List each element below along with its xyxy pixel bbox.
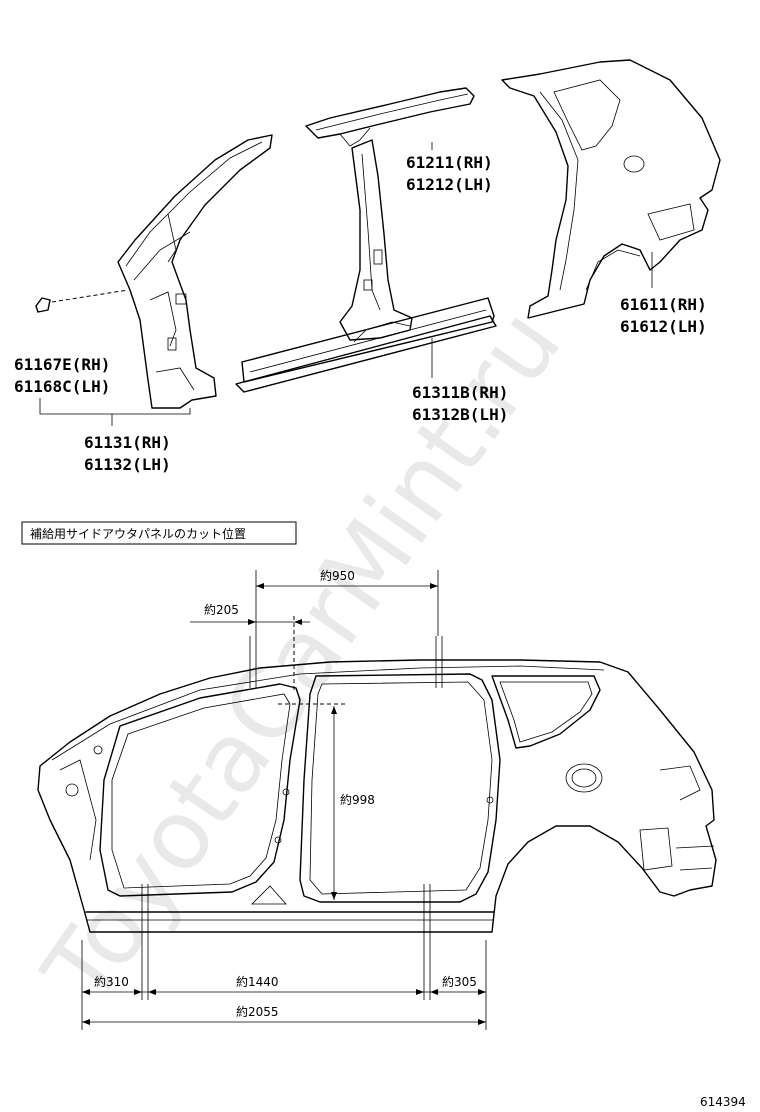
caption-text: 補給用サイドアウタパネルのカット位置: [30, 526, 246, 541]
part-label-61132: 61132(LH): [84, 455, 171, 474]
quarter-panel-drawing: [501, 59, 721, 319]
part-label-61167E: 61167E(RH): [14, 355, 110, 374]
dim-label-total: 約2055: [236, 1004, 279, 1019]
cut-lines: [141, 616, 443, 1000]
dim-label-vertical: 約998: [340, 792, 375, 807]
part-label-61131: 61131(RH): [84, 433, 171, 452]
part-label-61212: 61212(LH): [406, 175, 493, 194]
leader-lines-top: [111, 142, 653, 426]
dim-label-top-span: 約950: [320, 568, 355, 583]
dim-label-middle: 約1440: [236, 974, 279, 989]
part-label-61611: 61611(RH): [620, 295, 707, 314]
rocker-panel-drawing: [235, 297, 497, 393]
dim-label-rear: 約305: [442, 974, 477, 989]
front-pillar-drawing: [35, 134, 273, 415]
part-label-61168C: 61168C(LH): [14, 377, 110, 396]
dim-label-front: 約310: [94, 974, 129, 989]
diagram-code: 614394: [700, 1095, 746, 1109]
side-panel-drawing: [37, 659, 717, 933]
roof-rail-drawing: [305, 87, 475, 147]
part-label-61211: 61211(RH): [406, 153, 493, 172]
part-label-61612: 61612(LH): [620, 317, 707, 336]
dimension-lines: [81, 570, 487, 1030]
part-label-61312B: 61312B(LH): [412, 405, 508, 424]
dim-label-pillar-offset: 約205: [204, 602, 239, 617]
part-label-61311B: 61311B(RH): [412, 383, 508, 402]
center-pillar-drawing: [339, 139, 413, 341]
caption-box: [21, 521, 297, 545]
